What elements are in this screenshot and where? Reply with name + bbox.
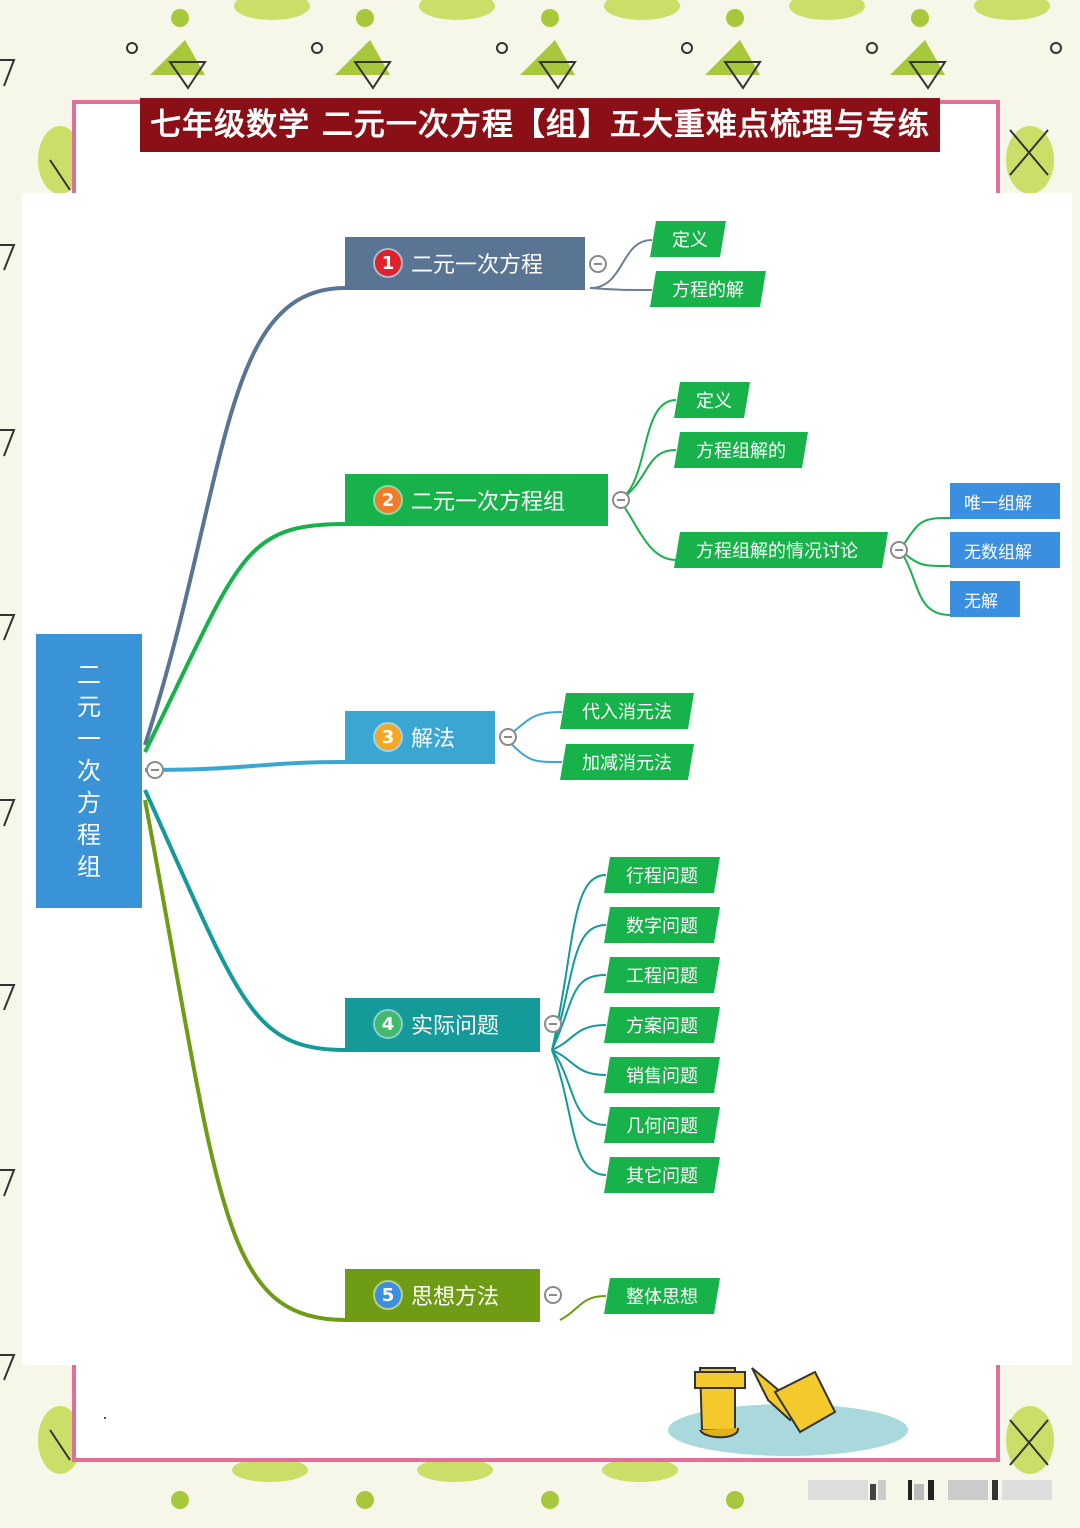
leaf-node[interactable]: 方程组解的情况讨论 [674, 532, 888, 568]
stray-dot [104, 1417, 106, 1419]
collapse-icon[interactable] [544, 1286, 562, 1304]
branch-5-node[interactable]: 5 思想方法 [345, 1269, 540, 1321]
branch-label: 思想方法 [411, 1285, 500, 1310]
collapse-icon[interactable] [544, 1015, 562, 1033]
leaf-node[interactable]: 行程问题 [604, 857, 720, 893]
branch-label: 解法 [411, 727, 456, 752]
leaf-node[interactable]: 其它问题 [604, 1157, 720, 1193]
branch-label: 实际问题 [411, 1014, 500, 1039]
collapse-icon[interactable] [589, 255, 607, 273]
root-char: 一 [77, 725, 101, 753]
page-title: 七年级数学 二元一次方程【组】五大重难点梳理与专练 [140, 98, 940, 152]
branch-number-badge: 1 [375, 250, 401, 276]
root-node[interactable]: 二 元 一 次 方 程 组 [36, 634, 142, 908]
watermark-logo [808, 1480, 1052, 1500]
leaf-node[interactable]: 方案问题 [604, 1007, 720, 1043]
leaf-node[interactable]: 整体思想 [604, 1278, 720, 1314]
sub-leaf-node[interactable]: 无数组解 [950, 532, 1060, 568]
leaf-node[interactable]: 方程的解 [650, 271, 766, 307]
root-char: 二 [77, 661, 101, 689]
branch-number-badge: 3 [375, 724, 401, 750]
leaf-node[interactable]: 定义 [674, 382, 750, 418]
leaf-node[interactable]: 代入消元法 [560, 693, 694, 729]
branch-4-node[interactable]: 4 实际问题 [345, 998, 540, 1050]
branch-label: 二元一次方程组 [411, 490, 566, 515]
root-char: 方 [77, 789, 101, 817]
leaf-node[interactable]: 几何问题 [604, 1107, 720, 1143]
collapse-icon[interactable] [890, 541, 908, 559]
leaf-node[interactable]: 工程问题 [604, 957, 720, 993]
branch-label: 二元一次方程 [411, 253, 544, 278]
branch-number-badge: 2 [375, 487, 401, 513]
root-char: 程 [77, 821, 101, 849]
root-char: 组 [77, 853, 101, 881]
collapse-icon[interactable] [146, 761, 164, 779]
branch-number-badge: 5 [375, 1282, 401, 1308]
sub-leaf-node[interactable]: 无解 [950, 581, 1020, 617]
branch-number-badge: 4 [375, 1011, 401, 1037]
root-char: 次 [77, 757, 101, 785]
branch-3-node[interactable]: 3 解法 [345, 711, 495, 763]
collapse-icon[interactable] [612, 491, 630, 509]
branch-2-node[interactable]: 2 二元一次方程组 [345, 474, 608, 526]
leaf-node[interactable]: 销售问题 [604, 1057, 720, 1093]
leaf-node[interactable]: 加减消元法 [560, 744, 694, 780]
sub-leaf-node[interactable]: 唯一组解 [950, 483, 1060, 519]
leaf-node[interactable]: 定义 [650, 221, 726, 257]
leaf-node[interactable]: 数字问题 [604, 907, 720, 943]
root-char: 元 [77, 693, 101, 721]
branch-1-node[interactable]: 1 二元一次方程 [345, 237, 585, 289]
collapse-icon[interactable] [499, 728, 517, 746]
leaf-node[interactable]: 方程组解的 [674, 432, 808, 468]
